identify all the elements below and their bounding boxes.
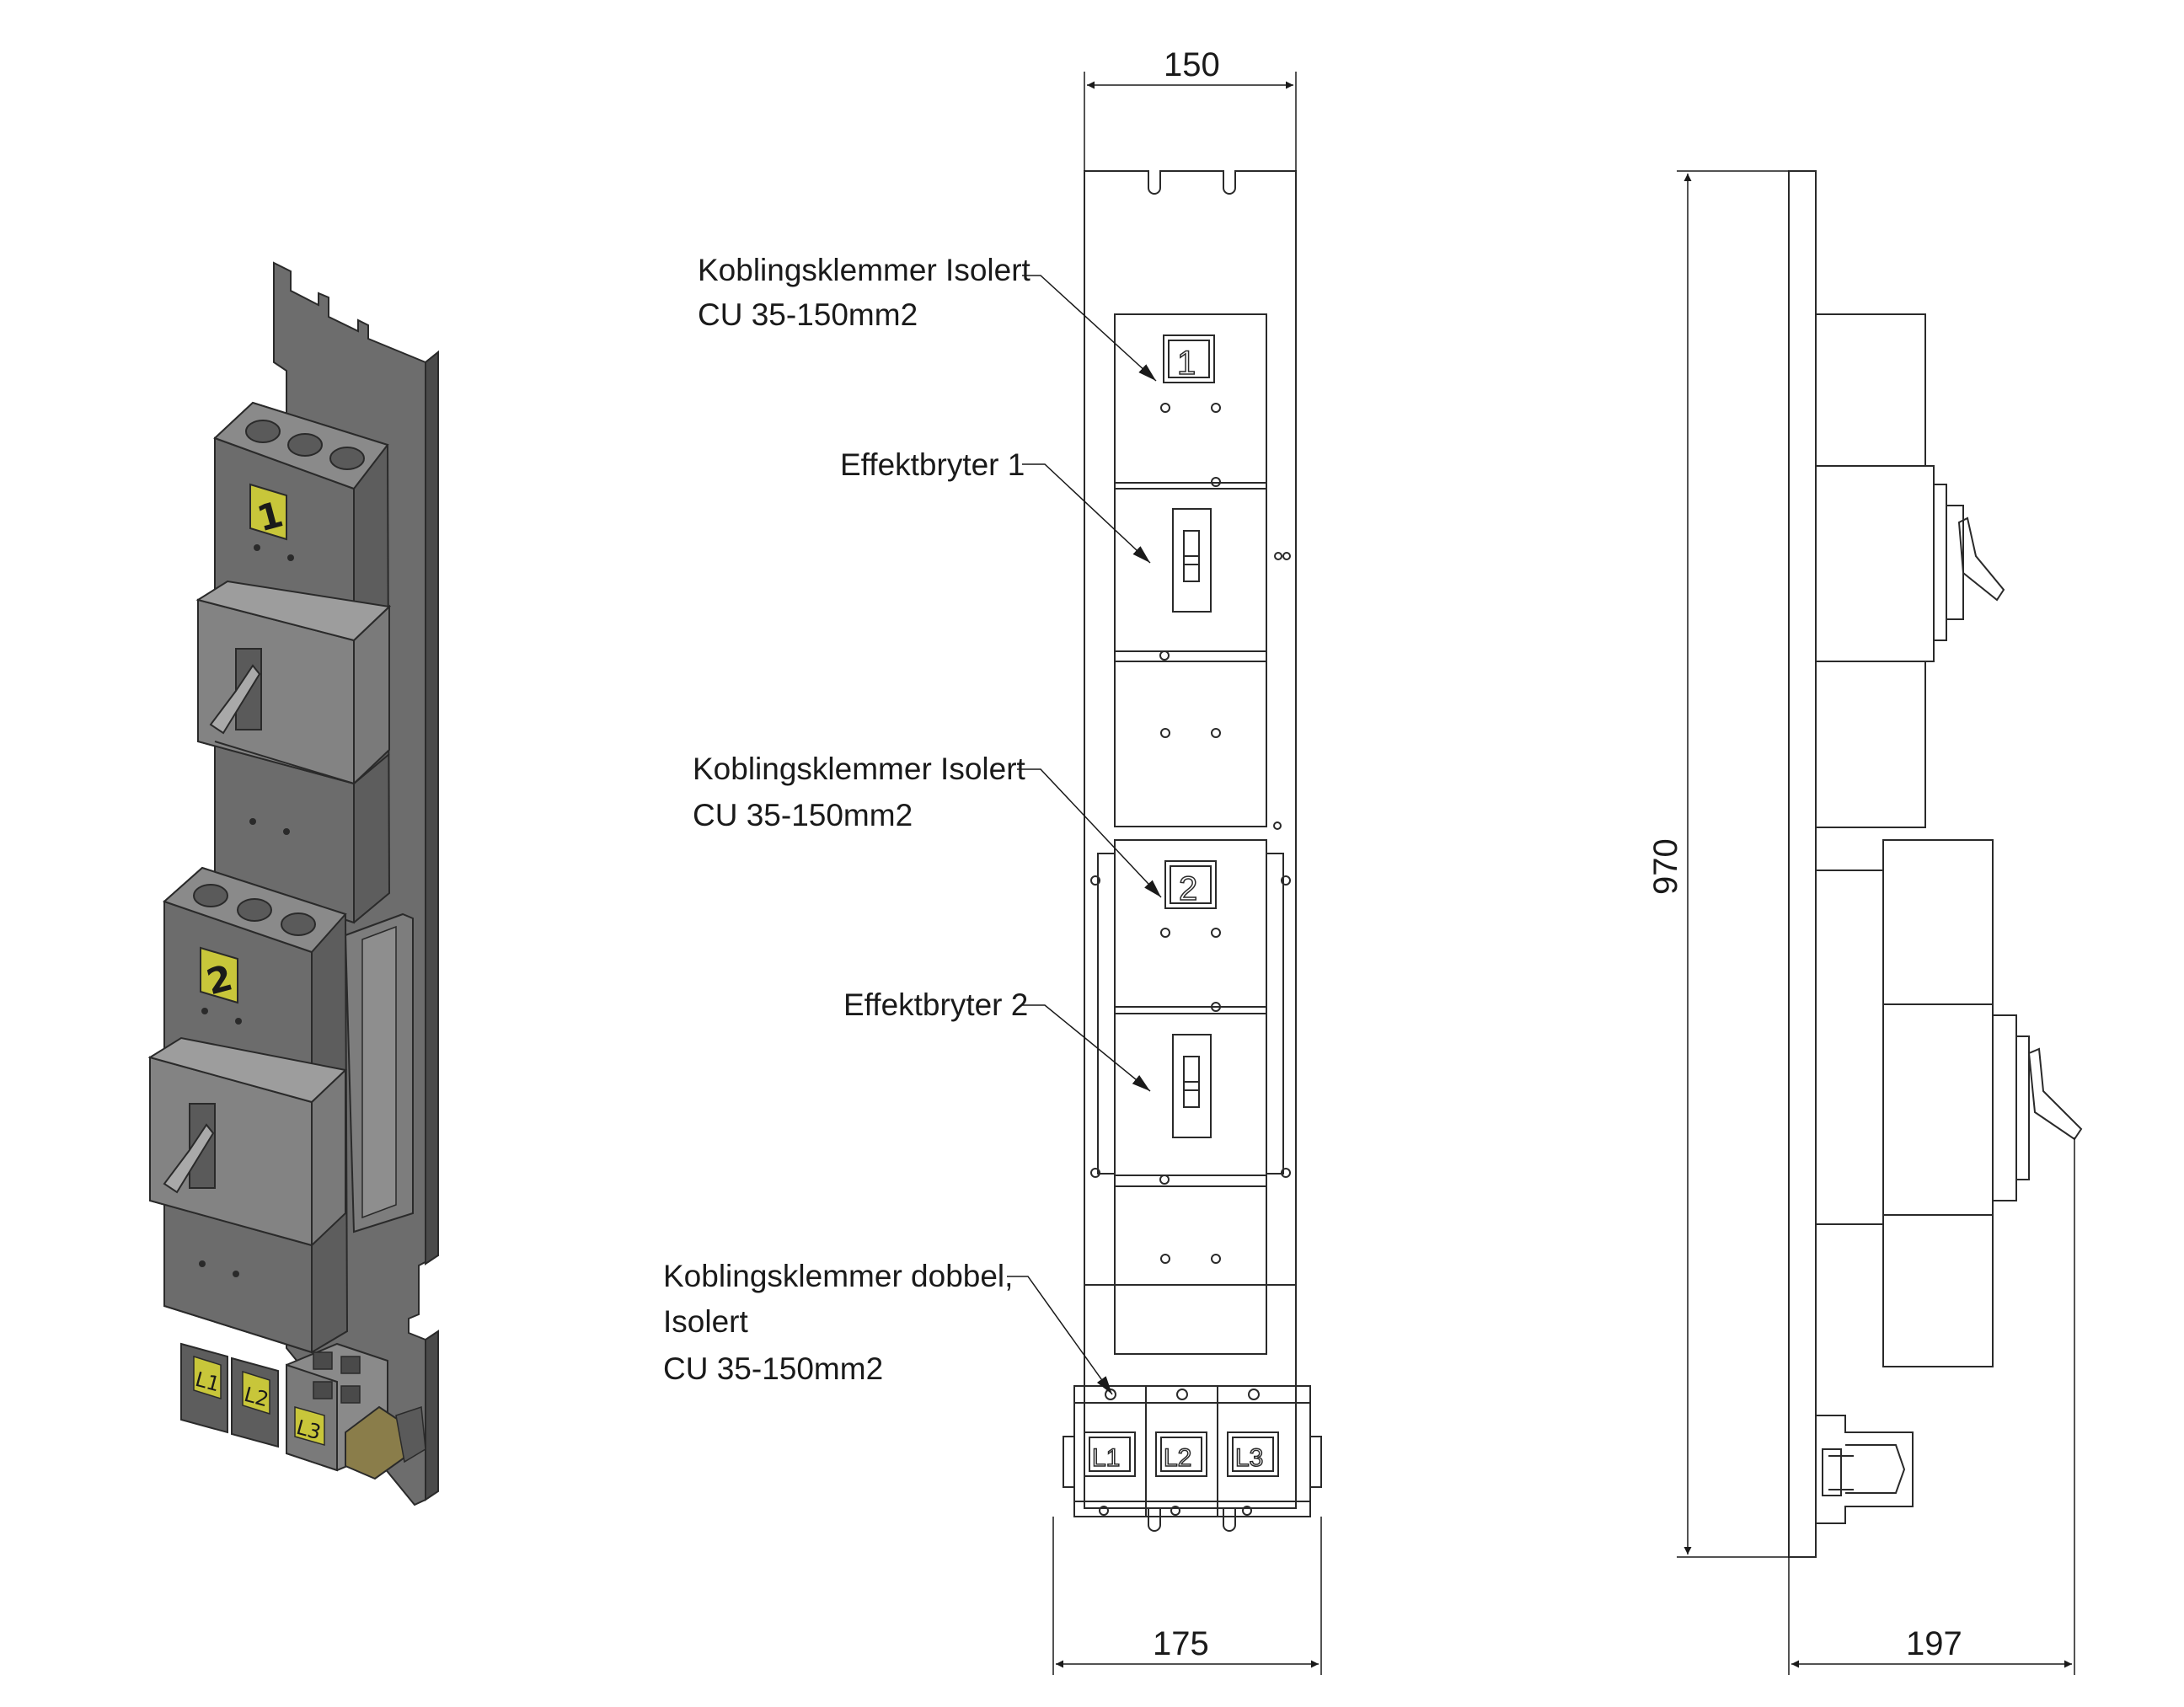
callout-terminal-1-line1: Koblingsklemmer Isolert — [698, 253, 1031, 287]
callout-terminal-2-line1: Koblingsklemmer Isolert — [693, 752, 1026, 786]
front-view: 1 2 — [1063, 170, 1322, 1532]
callout-double-terminal-line1: Koblingsklemmer dobbel, — [663, 1259, 1013, 1293]
callout-breaker-2: Effektbryter 2 — [843, 987, 1028, 1022]
callout-double-terminal-line3: CU 35-150mm2 — [663, 1351, 883, 1386]
callout-breaker-1: Effektbryter 1 — [840, 447, 1025, 482]
front-plate — [1084, 170, 1297, 1286]
isometric-view: 1 2 — [147, 261, 439, 1506]
front-label-l3: L3 — [1235, 1444, 1263, 1472]
dimension-lines — [1052, 72, 2075, 1675]
dim-height: 970 — [1647, 838, 1684, 895]
dim-bottom-width: 175 — [1153, 1625, 1209, 1662]
isometric-module-2: 2 — [147, 866, 414, 1354]
callout-terminal-1-line2: CU 35-150mm2 — [698, 297, 918, 332]
leader-lines — [1007, 275, 1162, 1395]
side-plate — [1788, 170, 1817, 1558]
dim-depth: 197 — [1906, 1625, 1962, 1662]
isometric-module-1: 1 — [195, 401, 392, 924]
front-label-l1: L1 — [1092, 1444, 1120, 1472]
front-label-1: 1 — [1177, 345, 1196, 382]
callout-double-terminal-line2: Isolert — [663, 1304, 748, 1339]
callout-terminal-2-line2: CU 35-150mm2 — [693, 798, 913, 832]
side-view — [1788, 170, 2083, 1558]
dim-top-width: 150 — [1164, 46, 1220, 83]
front-label-2: 2 — [1179, 870, 1197, 907]
isometric-phase-terminals: L1 L2 L3 — [180, 1342, 426, 1480]
front-label-l2: L2 — [1164, 1444, 1191, 1472]
